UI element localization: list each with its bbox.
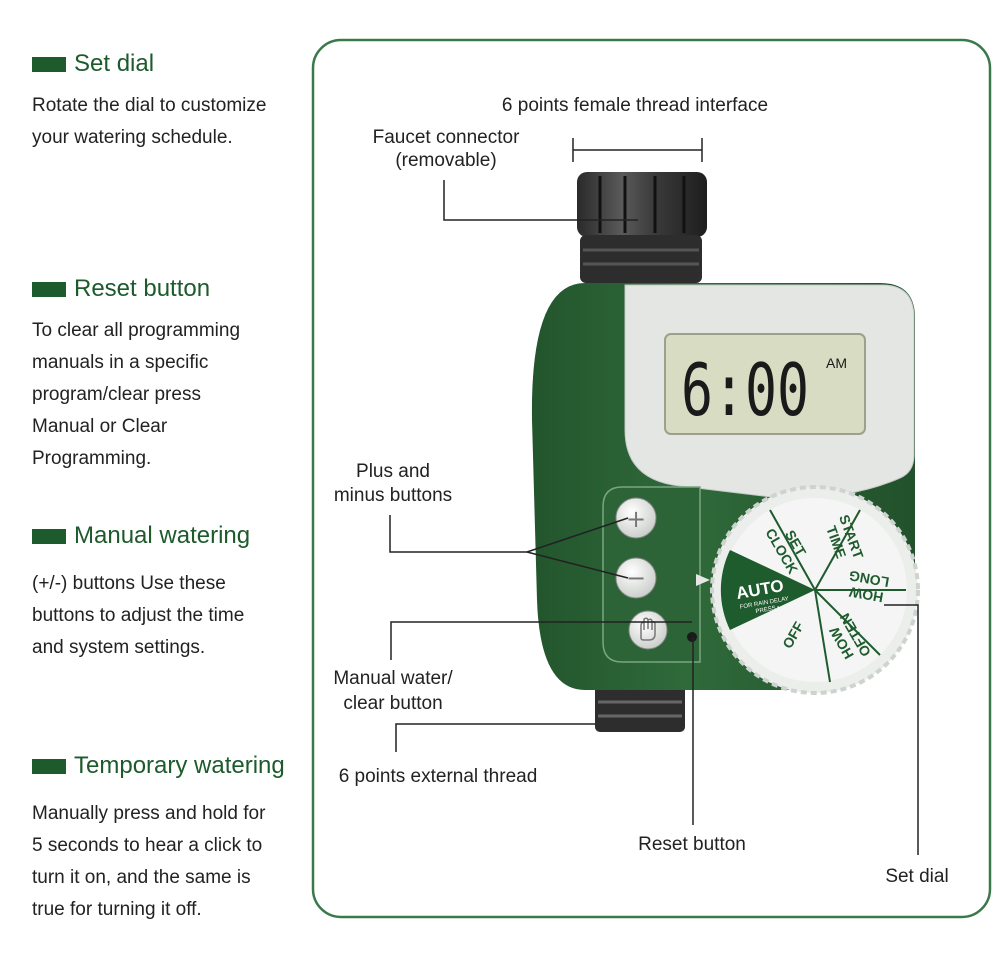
section-text: Manually press and hold for 5 seconds to… (32, 803, 266, 920)
section-title: Reset button (74, 275, 211, 302)
label-faucet-2: (removable) (395, 150, 496, 171)
lcd-display (664, 333, 866, 435)
callout-lines (389, 138, 919, 855)
section-title: Set dial (74, 50, 155, 77)
minus-button[interactable]: − (615, 557, 657, 599)
lcd-time: 6:00 (681, 348, 809, 432)
label-manual-1: Manual water/ (333, 668, 453, 689)
set-dial[interactable]: AUTO FOR RAIN DELAY PRESS • SET CLOCK ST… (710, 485, 920, 695)
dial-auto-segment (720, 550, 815, 630)
section-marker (32, 281, 66, 297)
section-title: Manual watering (74, 522, 251, 549)
dial-how-long-2: LONG (848, 568, 891, 591)
dial-how-long-1: HOW (847, 584, 884, 606)
section-manual-watering: Manual watering (+/-) buttons Use these … (32, 522, 312, 664)
section-text: Rotate the dial to customize your wateri… (32, 95, 267, 148)
section-set-dial: Set dial Rotate the dial to customize yo… (32, 50, 312, 154)
section-temporary-watering: Temporary watering Manually press and ho… (32, 752, 312, 926)
diagram-frame (311, 38, 992, 919)
faucet-connector (577, 172, 707, 283)
section-text: (+/-) buttons Use these buttons to adjus… (32, 573, 245, 658)
lcd-ampm: AM (826, 355, 847, 371)
dial-auto-sub2: PRESS • (755, 605, 780, 615)
label-faucet-1: Faucet connector (373, 127, 520, 148)
section-text: To clear all programming manuals in a sp… (32, 320, 241, 469)
plus-symbol: + (626, 505, 646, 533)
label-thread-interface: 6 points female thread interface (502, 95, 768, 116)
section-marker (32, 528, 66, 544)
label-reset-button: Reset button (638, 834, 746, 855)
minus-symbol: − (626, 564, 646, 592)
plus-button[interactable]: + (615, 497, 657, 539)
reset-button[interactable] (687, 632, 697, 642)
label-set-dial: Set dial (885, 866, 948, 887)
label-manual-2: clear button (343, 693, 442, 714)
section-reset-button: Reset button To clear all programming ma… (32, 275, 312, 475)
dial-pointer-icon (696, 574, 710, 586)
hand-icon (640, 617, 656, 641)
section-marker (32, 758, 66, 774)
label-plus-minus-1: Plus and (356, 461, 430, 482)
manual-water-button[interactable] (628, 610, 668, 650)
label-external-thread: 6 points external thread (339, 766, 538, 787)
label-plus-minus-2: minus buttons (334, 485, 452, 506)
section-title: Temporary watering (74, 752, 285, 779)
section-marker (32, 56, 66, 72)
